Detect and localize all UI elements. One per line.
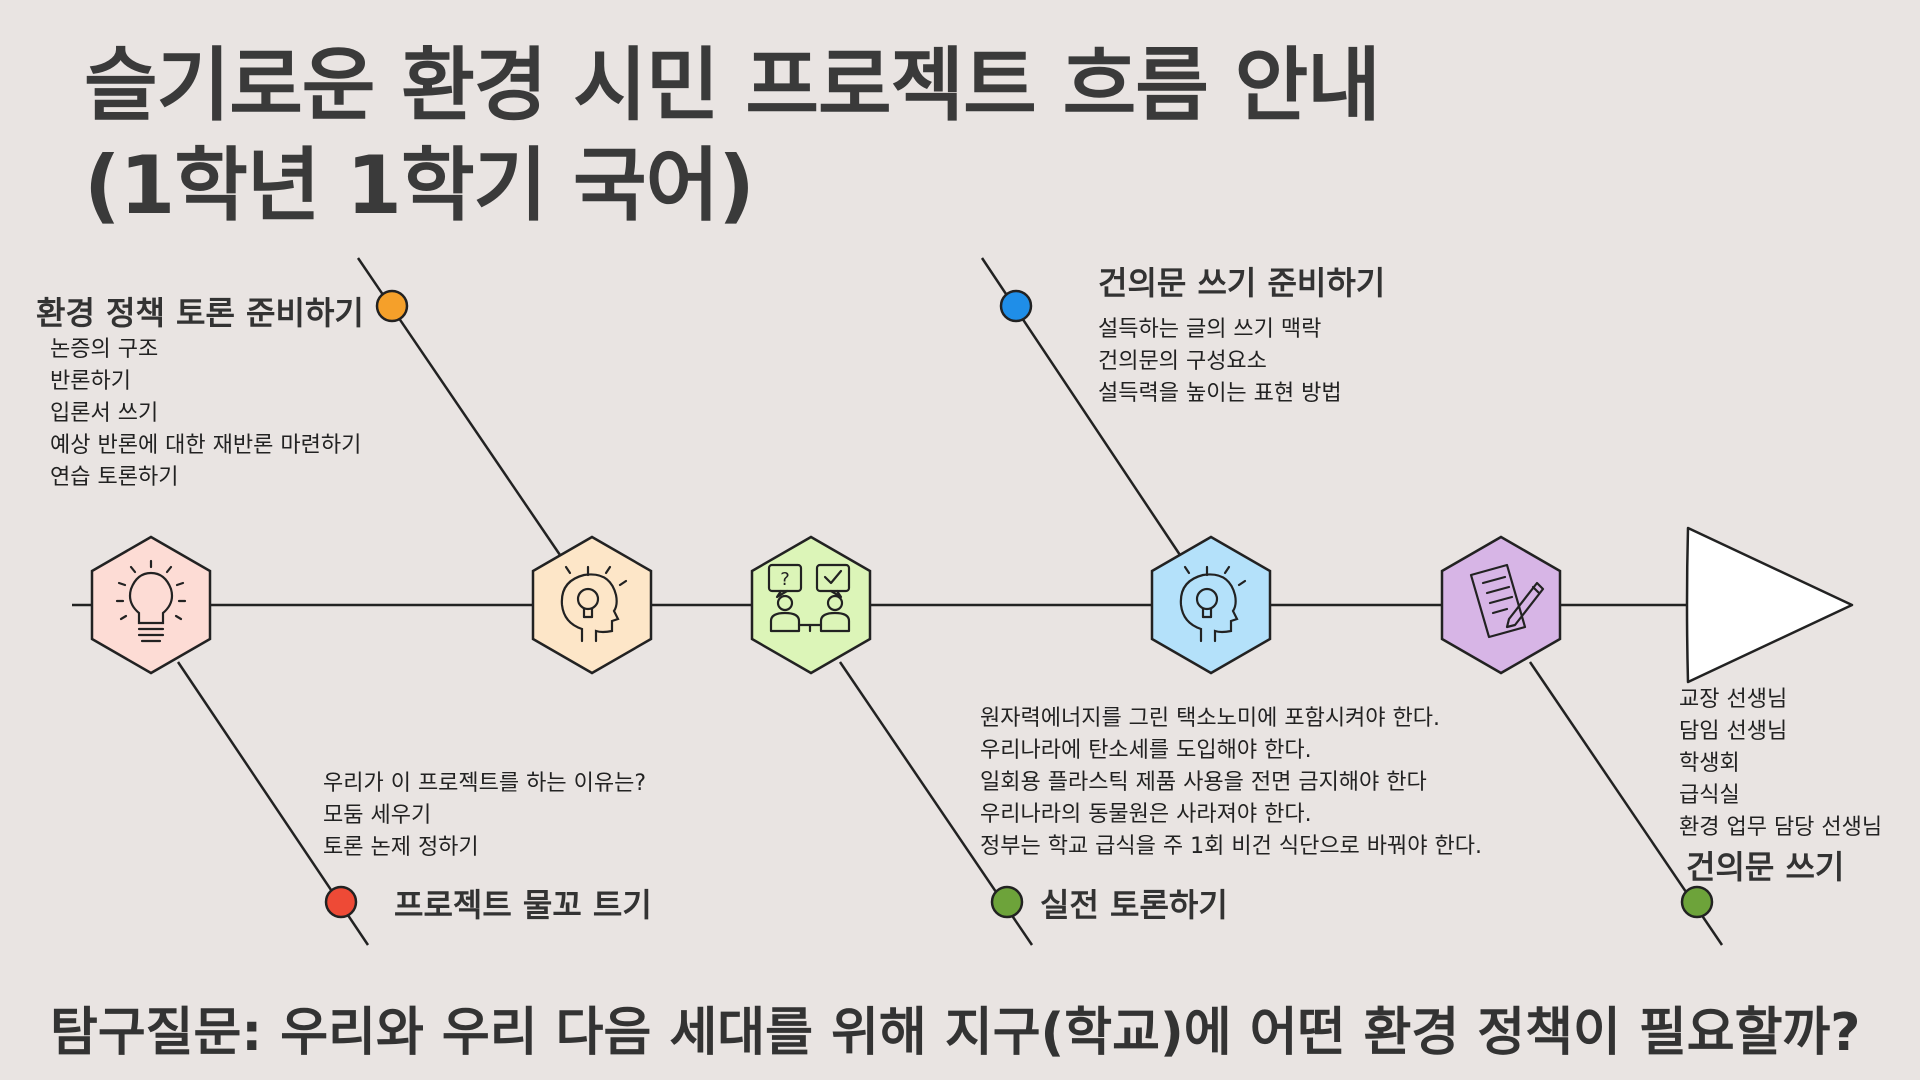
node-proposal: [1440, 535, 1562, 675]
dot-debate-prep: [375, 289, 409, 323]
list-item: 논증의 구조: [50, 337, 159, 362]
list-item: 건의문의 구성요소: [1098, 349, 1267, 374]
list-item: 학생회: [1679, 751, 1740, 776]
dot-kickoff: [324, 885, 358, 919]
list-item: 연습 토론하기: [50, 465, 179, 490]
head-lightbulb-icon: [560, 565, 628, 643]
list-item: 원자력에너지를 그린 택소노미에 포함시켜야 한다.: [980, 706, 1441, 731]
dot-write-proposal: [1680, 885, 1714, 919]
node-debate: [1150, 535, 1272, 675]
heading-real-debate: 실전 토론하기: [1040, 886, 1228, 924]
node-kickoff: [531, 535, 653, 675]
heading-proposal-prep: 건의문 쓰기 준비하기: [1098, 264, 1386, 302]
list-item: 급식실: [1679, 783, 1740, 808]
list-item: 설득하는 글의 쓰기 맥락: [1098, 317, 1322, 342]
list-item: 우리가 이 프로젝트를 하는 이유는?: [323, 771, 647, 796]
list-debate-prep: 논증의 구조 반론하기 입론서 쓰기 예상 반론에 대한 재반론 마련하기 연습…: [50, 334, 361, 494]
list-item: 교장 선생님: [1679, 687, 1788, 712]
list-item: 우리나라에 탄소세를 도입해야 한다.: [980, 738, 1312, 763]
title-line-2: (1학년 1학기 국어): [84, 139, 755, 232]
discussion-icon: ?: [767, 563, 851, 633]
list-item: 예상 반론에 대한 재반론 마련하기: [50, 433, 362, 458]
list-item: 우리나라의 동물원은 사라져야 한다.: [980, 802, 1312, 827]
list-item: 반론하기: [50, 369, 131, 394]
list-proposal-prep: 설득하는 글의 쓰기 맥락 건의문의 구성요소 설득력을 높이는 표현 방법: [1098, 314, 1342, 410]
node-start: [90, 535, 212, 675]
list-item: 모둠 세우기: [323, 803, 432, 828]
document-pen-icon: [1469, 563, 1545, 639]
dot-real-debate: [990, 885, 1024, 919]
page-title: 슬기로운 환경 시민 프로젝트 흐름 안내 (1학년 1학기 국어): [84, 36, 1381, 236]
svg-text:?: ?: [780, 569, 790, 590]
list-item: 담임 선생님: [1679, 719, 1788, 744]
heading-debate-prep: 환경 정책 토론 준비하기: [36, 294, 364, 332]
heading-kickoff: 프로젝트 물꼬 트기: [394, 886, 652, 924]
heading-write-proposal: 건의문 쓰기: [1686, 848, 1845, 886]
list-item: 일회용 플라스틱 제품 사용을 전면 금지해야 한다: [980, 770, 1427, 795]
list-real-debate: 원자력에너지를 그린 택소노미에 포함시켜야 한다. 우리나라에 탄소세를 도입…: [980, 703, 1482, 863]
lightbulb-icon: [115, 559, 187, 643]
list-write-proposal: 교장 선생님 담임 선생님 학생회 급식실 환경 업무 담당 선생님: [1679, 684, 1882, 844]
list-item: 환경 업무 담당 선생님: [1679, 815, 1883, 840]
list-kickoff: 우리가 이 프로젝트를 하는 이유는? 모둠 세우기 토론 논제 정하기: [323, 768, 646, 864]
dot-proposal-prep: [999, 289, 1033, 323]
list-item: 토론 논제 정하기: [323, 835, 479, 860]
node-discussion: ?: [750, 535, 872, 675]
head-lightbulb-icon: [1179, 565, 1247, 643]
title-line-1: 슬기로운 환경 시민 프로젝트 흐름 안내: [84, 39, 1381, 132]
list-item: 입론서 쓰기: [50, 401, 159, 426]
inquiry-question: 탐구질문: 우리와 우리 다음 세대를 위해 지구(학교)에 어떤 환경 정책이…: [50, 1003, 1861, 1063]
arrow-head: [1685, 526, 1854, 684]
list-item: 설득력을 높이는 표현 방법: [1098, 381, 1342, 406]
list-item: 정부는 학교 급식을 주 1회 비건 식단으로 바꿔야 한다.: [980, 834, 1482, 859]
